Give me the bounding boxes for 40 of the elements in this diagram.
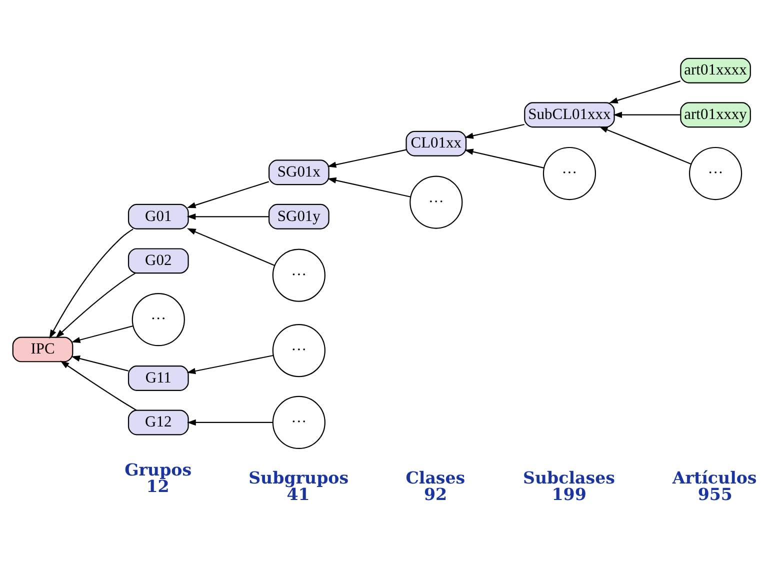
node-box: art01xxxx	[680, 58, 751, 84]
node-box: SubCL01xxx	[524, 102, 615, 128]
node-box: G11	[128, 366, 189, 391]
node-circle: ···	[272, 248, 326, 302]
arrow	[49, 228, 134, 339]
arrow	[464, 124, 524, 139]
node-circle: ···	[542, 146, 596, 200]
arrow	[327, 177, 411, 198]
arrow	[613, 112, 680, 118]
arrow	[71, 325, 134, 343]
arrow	[186, 214, 269, 220]
node-circle: ···	[272, 324, 326, 378]
node-box: G12	[128, 410, 189, 436]
arrow	[60, 360, 137, 411]
node-circle: ···	[132, 293, 185, 346]
node-circle: ···	[410, 176, 463, 229]
label: Grupos 12	[124, 460, 192, 496]
node-circle: ···	[688, 146, 742, 200]
arrow	[327, 149, 406, 168]
arrow	[464, 148, 544, 168]
label: Subgrupos 41	[248, 467, 349, 504]
arrow	[186, 228, 275, 266]
label: Subclases 199	[523, 467, 615, 504]
node-box: CL01xx	[406, 130, 467, 156]
node-box: SG01x	[268, 160, 330, 186]
arrow	[186, 181, 269, 208]
label: Clases 92	[406, 467, 466, 504]
arrow	[71, 356, 129, 372]
arrow	[186, 354, 274, 374]
arrow	[608, 80, 680, 104]
arrow	[56, 272, 136, 338]
node-box: SG01y	[268, 204, 330, 230]
node-box: G01	[128, 204, 189, 230]
arrow	[598, 126, 692, 164]
node-box: G02	[128, 248, 189, 274]
node-circle: ···	[272, 396, 326, 450]
label: Artículos 955	[672, 467, 757, 504]
arrow	[187, 419, 273, 426]
node-box: IPC	[12, 336, 74, 362]
node-box: art01xxxy	[680, 102, 751, 128]
